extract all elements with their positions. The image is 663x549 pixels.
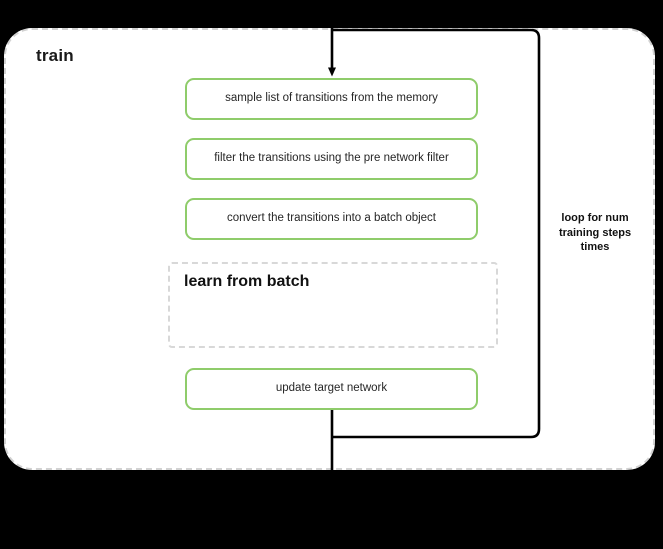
node-convert-transitions-to-batch[interactable]: convert the transitions into a batch obj…	[185, 198, 478, 240]
loop-caption: loop for num training steps times	[558, 212, 632, 254]
node-label: convert the transitions into a batch obj…	[226, 212, 437, 225]
page-title: train	[36, 46, 74, 65]
node-label: sample list of transitions from the memo…	[225, 92, 438, 105]
node-filter-transitions[interactable]: filter the transitions using the pre net…	[185, 138, 478, 180]
node-sample-list-of-transitions[interactable]: sample list of transitions from the memo…	[185, 78, 478, 120]
learn-from-batch-subgraph[interactable]: learn from batch	[168, 262, 498, 348]
node-label: filter the transitions using the pre net…	[214, 152, 449, 165]
node-label: update target network	[275, 382, 388, 395]
learn-from-batch-label: learn from batch	[184, 273, 310, 290]
node-update-target-network[interactable]: update target network	[185, 368, 478, 410]
